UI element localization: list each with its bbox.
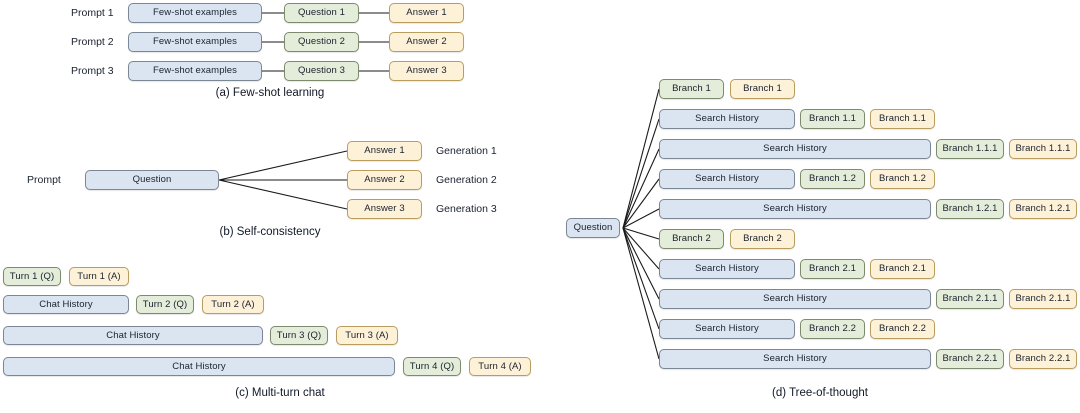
tot-branch-2-1-question[interactable]: Branch 2.1 <box>800 259 865 279</box>
answer-box-3[interactable]: Answer 3 <box>389 61 464 81</box>
tot-branch-1-2-1-question[interactable]: Branch 1.2.1 <box>936 199 1004 219</box>
tot-branch-1-2-1-answer[interactable]: Branch 1.2.1 <box>1009 199 1077 219</box>
question-box-2[interactable]: Question 2 <box>284 32 359 52</box>
prompt-label-2: Prompt 2 <box>71 36 114 48</box>
turn-1-question-box[interactable]: Turn 1 (Q) <box>3 267 61 286</box>
tot-branch-1-2-question[interactable]: Branch 1.2 <box>800 169 865 189</box>
tot-branch-2-2-question[interactable]: Branch 2.2 <box>800 319 865 339</box>
answer-box-generation-3[interactable]: Answer 3 <box>347 199 422 219</box>
few-shot-examples-box-2[interactable]: Few-shot examples <box>128 32 262 52</box>
prompt-label-3: Prompt 3 <box>71 65 114 77</box>
panel-d-caption: (d) Tree-of-thought <box>772 387 868 399</box>
turn-4-answer-box[interactable]: Turn 4 (A) <box>469 357 531 376</box>
question-box-3[interactable]: Question 3 <box>284 61 359 81</box>
generation-label-3: Generation 3 <box>436 203 497 215</box>
chat-history-box-3[interactable]: Chat History <box>3 326 263 345</box>
prompt-label-1: Prompt 1 <box>71 7 114 19</box>
answer-box-2[interactable]: Answer 2 <box>389 32 464 52</box>
tot-search-history-3[interactable]: Search History <box>659 139 931 159</box>
generation-label-2: Generation 2 <box>436 174 497 186</box>
tot-branch-2-1-answer[interactable]: Branch 2.1 <box>870 259 935 279</box>
tot-branch-2-1-1-question[interactable]: Branch 2.1.1 <box>936 289 1004 309</box>
tot-branch-2-2-1-answer[interactable]: Branch 2.2.1 <box>1009 349 1077 369</box>
panel-a-caption: (a) Few-shot learning <box>215 87 325 99</box>
tot-branch-2-question[interactable]: Branch 2 <box>659 229 724 249</box>
chat-history-box-4[interactable]: Chat History <box>3 357 395 376</box>
root-question-box[interactable]: Question <box>566 218 620 238</box>
turn-3-question-box[interactable]: Turn 3 (Q) <box>270 326 328 345</box>
answer-box-1[interactable]: Answer 1 <box>389 3 464 23</box>
tot-branch-1-question[interactable]: Branch 1 <box>659 79 724 99</box>
tot-branch-2-2-1-question[interactable]: Branch 2.2.1 <box>936 349 1004 369</box>
turn-2-answer-box[interactable]: Turn 2 (A) <box>202 295 264 314</box>
prompt-label: Prompt <box>27 174 61 186</box>
answer-box-generation-1[interactable]: Answer 1 <box>347 141 422 161</box>
turn-1-answer-box[interactable]: Turn 1 (A) <box>69 267 129 286</box>
question-box-1[interactable]: Question 1 <box>284 3 359 23</box>
tot-branch-1-answer[interactable]: Branch 1 <box>730 79 795 99</box>
tot-search-history-9[interactable]: Search History <box>659 319 795 339</box>
few-shot-examples-box-3[interactable]: Few-shot examples <box>128 61 262 81</box>
panel-b-caption: (b) Self-consistency <box>219 226 321 238</box>
chat-history-box-2[interactable]: Chat History <box>3 295 129 314</box>
tot-search-history-5[interactable]: Search History <box>659 199 931 219</box>
tot-search-history-2[interactable]: Search History <box>659 109 795 129</box>
tot-branch-1-2-answer[interactable]: Branch 1.2 <box>870 169 935 189</box>
answer-box-generation-2[interactable]: Answer 2 <box>347 170 422 190</box>
panel-c-caption: (c) Multi-turn chat <box>235 387 325 399</box>
tot-branch-2-1-1-answer[interactable]: Branch 2.1.1 <box>1009 289 1077 309</box>
turn-3-answer-box[interactable]: Turn 3 (A) <box>336 326 398 345</box>
generation-label-1: Generation 1 <box>436 145 497 157</box>
tot-branch-1-1-1-answer[interactable]: Branch 1.1.1 <box>1009 139 1077 159</box>
tot-branch-1-1-question[interactable]: Branch 1.1 <box>800 109 865 129</box>
question-box[interactable]: Question <box>85 170 219 190</box>
tot-search-history-10[interactable]: Search History <box>659 349 931 369</box>
turn-2-question-box[interactable]: Turn 2 (Q) <box>136 295 194 314</box>
tot-branch-2-2-answer[interactable]: Branch 2.2 <box>870 319 935 339</box>
few-shot-examples-box-1[interactable]: Few-shot examples <box>128 3 262 23</box>
tot-branch-1-1-1-question[interactable]: Branch 1.1.1 <box>936 139 1004 159</box>
tot-search-history-7[interactable]: Search History <box>659 259 795 279</box>
tot-branch-1-1-answer[interactable]: Branch 1.1 <box>870 109 935 129</box>
tot-branch-2-answer[interactable]: Branch 2 <box>730 229 795 249</box>
tot-search-history-8[interactable]: Search History <box>659 289 931 309</box>
tot-search-history-4[interactable]: Search History <box>659 169 795 189</box>
turn-4-question-box[interactable]: Turn 4 (Q) <box>403 357 461 376</box>
